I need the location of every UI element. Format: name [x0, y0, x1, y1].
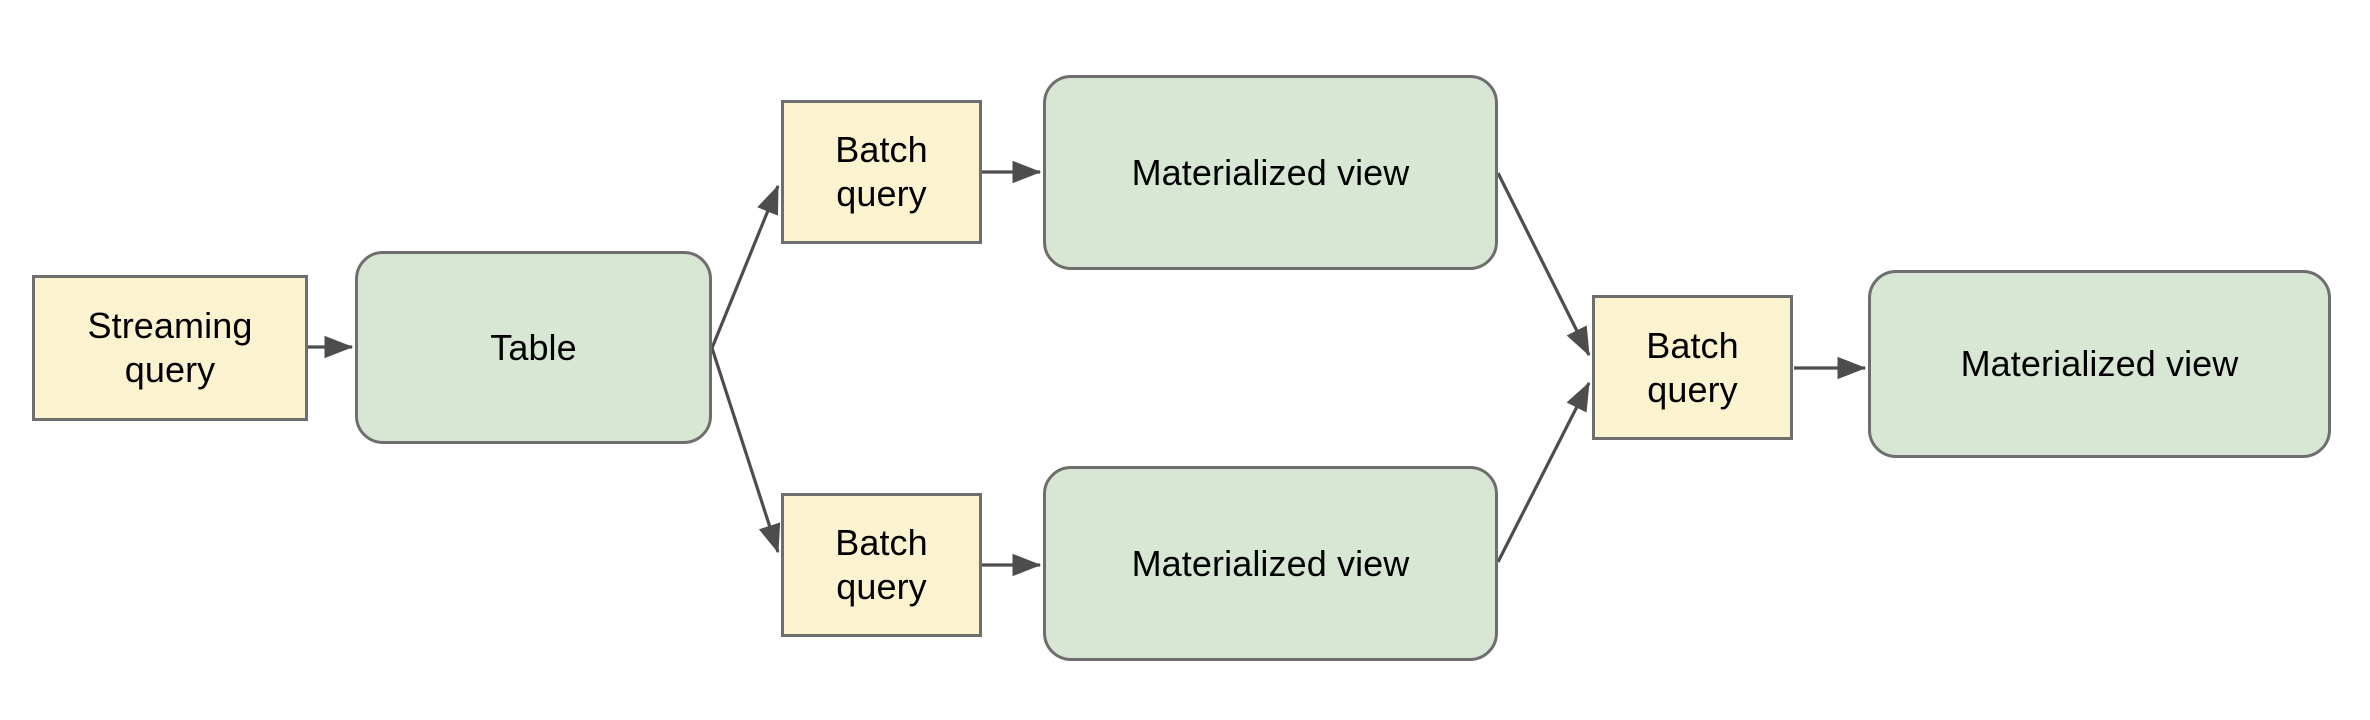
node-table[interactable]: Table [355, 251, 712, 444]
node-batch-query-bottom[interactable]: Batch query [781, 493, 982, 637]
edge-table-to-batch-top [710, 184, 780, 349]
edge-mv-bottom-to-merge [1496, 381, 1591, 563]
node-label: Streaming query [87, 305, 253, 390]
node-label: Materialized view [1131, 542, 1410, 584]
node-label: Materialized view [1960, 343, 2239, 385]
node-materialized-view-final[interactable]: Materialized view [1868, 270, 2331, 458]
node-label: Batch query [835, 129, 928, 214]
node-label: Table [490, 326, 577, 368]
edge-table-to-batch-bottom [710, 347, 781, 554]
edge-mv-top-to-merge [1496, 172, 1591, 357]
node-streaming-query[interactable]: Streaming query [32, 275, 308, 421]
node-batch-query-merge[interactable]: Batch query [1592, 295, 1793, 440]
node-batch-query-top[interactable]: Batch query [781, 100, 982, 244]
node-label: Batch query [835, 522, 928, 607]
node-label: Batch query [1646, 324, 1739, 410]
node-label: Materialized view [1131, 151, 1410, 193]
node-materialized-view-bottom[interactable]: Materialized view [1043, 466, 1498, 661]
node-materialized-view-top[interactable]: Materialized view [1043, 75, 1498, 270]
